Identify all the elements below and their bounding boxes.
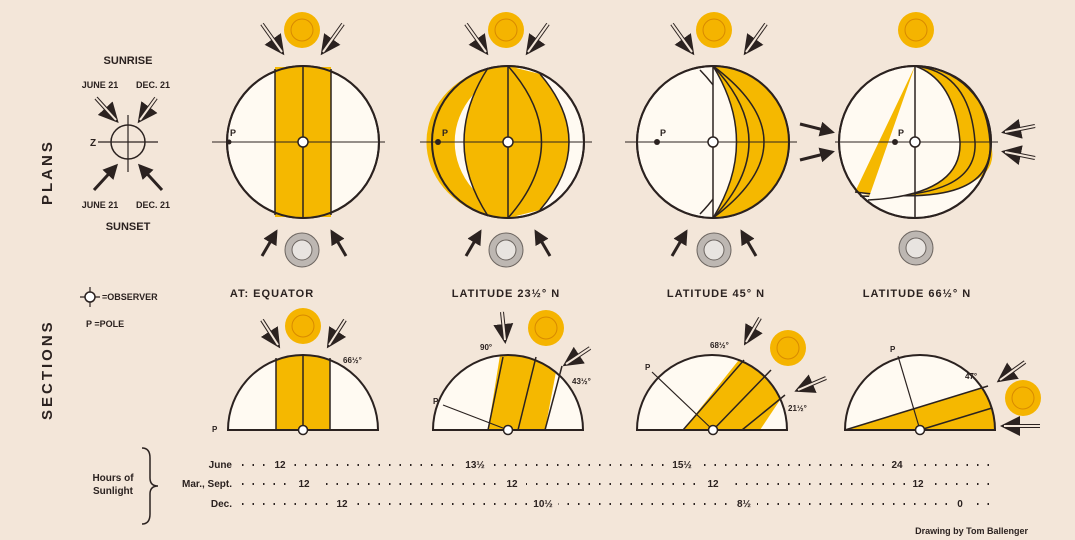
observer-icon	[503, 137, 513, 147]
observer-icon	[709, 426, 718, 435]
sun-icon	[528, 310, 564, 346]
pole-dot	[892, 139, 898, 145]
june-45: 15½	[672, 460, 691, 471]
observer-icon	[298, 137, 308, 147]
pole-dot	[435, 139, 441, 145]
latitude-label-23: LATITUDE 23½° N	[452, 288, 560, 300]
sections-side-label: SECTIONS	[39, 319, 56, 420]
dec-top-label: DEC. 21	[136, 80, 170, 90]
sun-icon	[696, 12, 732, 48]
pole-label: P	[212, 425, 218, 434]
section-latitude-66: P 47°	[845, 345, 1041, 435]
row-label-dec: Dec.	[211, 499, 232, 510]
equinox-45: 12	[707, 479, 719, 490]
latitude-label-equator: AT: EQUATOR	[230, 288, 314, 300]
section-angle-label: 66½°	[343, 356, 362, 365]
sunset-label: SUNSET	[106, 221, 151, 233]
june-66: 24	[891, 460, 903, 471]
dec-23: 10½	[533, 499, 552, 510]
june-23: 13½	[465, 460, 484, 471]
latitude-label-45: LATITUDE 45° N	[667, 288, 765, 300]
z-label: Z	[90, 138, 96, 149]
pole-label: P	[660, 128, 666, 138]
latitude-label-66: LATITUDE 66½° N	[863, 288, 971, 300]
plan-latitude-66: P	[835, 12, 1035, 265]
plans-side-label: PLANS	[39, 139, 56, 205]
section-angle-label-2: 43½°	[572, 377, 591, 386]
section-latitude-23: P 90° 43½°	[433, 310, 591, 435]
sun-icon	[898, 12, 934, 48]
section-angle-label: 47°	[965, 372, 977, 381]
sunlight-title-2: Sunlight	[93, 486, 134, 497]
credit-text: Drawing by Tom Ballenger	[915, 526, 1028, 536]
pole-label: P	[230, 128, 236, 138]
sunset-arrow-june	[262, 232, 276, 256]
observer-icon	[916, 426, 925, 435]
sunrise-label: SUNRISE	[104, 55, 153, 67]
observer-icon	[85, 292, 95, 302]
dec-45: 8½	[737, 499, 751, 510]
observer-icon	[708, 137, 718, 147]
observer-icon	[299, 426, 308, 435]
section-latitude-45: P 68½° 21½°	[637, 318, 826, 435]
june-bottom-label: JUNE 21	[82, 200, 119, 210]
dec-equator: 12	[336, 499, 348, 510]
sun-icon	[284, 12, 320, 48]
row-label-june: June	[209, 460, 233, 471]
sun-icon	[488, 12, 524, 48]
pole-dot	[227, 140, 232, 145]
pole-label: P	[890, 345, 896, 354]
pole-label: P	[898, 128, 904, 138]
pole-legend-label: P =POLE	[86, 319, 124, 329]
sun-icon	[770, 330, 806, 366]
key-arrow-dec-rise-inner	[140, 98, 156, 120]
observer-icon	[910, 137, 920, 147]
sunlight-title-1: Hours of	[92, 473, 134, 484]
observer-icon	[504, 426, 513, 435]
transition-arrow	[800, 124, 832, 132]
pole-label: P	[645, 363, 651, 372]
key-arrow-dec-set	[140, 166, 162, 190]
equinox-66: 12	[912, 479, 924, 490]
row-label-equinox: Mar., Sept.	[182, 479, 232, 490]
section-angle-label: 68½°	[710, 341, 729, 350]
plan-latitude-23: P	[420, 12, 592, 267]
pole-label: P	[433, 397, 439, 406]
june-equator: 12	[274, 460, 286, 471]
observer-legend-label: =OBSERVER	[102, 292, 158, 302]
sunset-arrow-dec	[332, 232, 346, 256]
key-arrow-june-rise-inner	[96, 98, 116, 120]
key-arrow-june-set	[94, 166, 116, 190]
pole-label: P	[442, 128, 448, 138]
equinox-23: 12	[506, 479, 518, 490]
plan-equator: P	[212, 12, 385, 267]
june-top-label: JUNE 21	[82, 80, 119, 90]
section-angle-label-2: 21½°	[788, 404, 807, 413]
section-equator: P 66½°	[212, 308, 378, 435]
plan-latitude-45: P	[625, 12, 832, 267]
equinox-equator: 12	[298, 479, 310, 490]
brace	[142, 448, 158, 524]
sun-icon	[1005, 380, 1041, 416]
dec-bottom-label: DEC. 21	[136, 200, 170, 210]
orientation-key: SUNRISE JUNE 21 DEC. 21 Z JUNE 21 DEC. 2…	[80, 55, 170, 329]
section-angle-label: 90°	[480, 343, 492, 352]
transition-arrow	[800, 152, 832, 160]
sun-icon	[285, 308, 321, 344]
sunlight-table: Hours of Sunlight June Mar., Sept. Dec. …	[92, 448, 995, 524]
pole-dot	[654, 139, 660, 145]
dec-66: 0	[957, 499, 963, 510]
